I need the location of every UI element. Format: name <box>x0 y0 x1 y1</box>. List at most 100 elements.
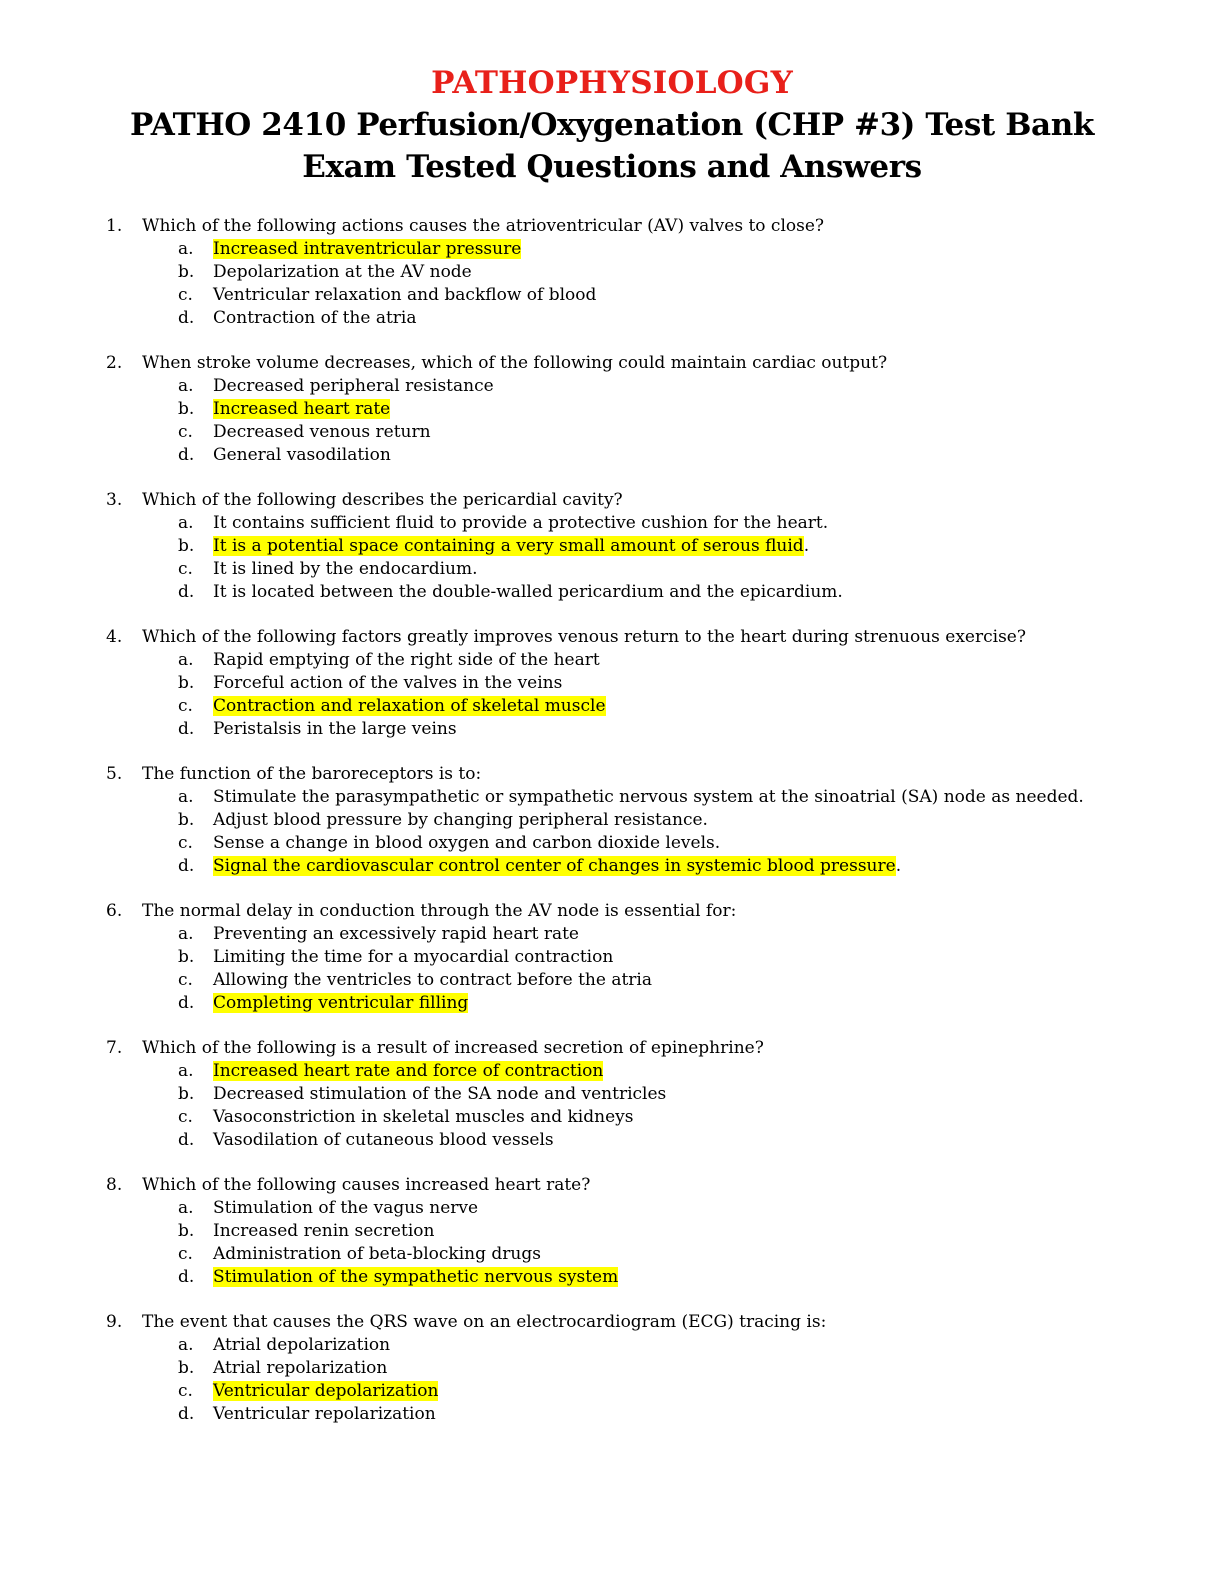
question-text: Which of the following causes increased … <box>142 1175 591 1195</box>
question-line: 3. Which of the following describes the p… <box>0 489 1224 512</box>
option-text-wrap: Sense a change in blood oxygen and carbo… <box>213 832 720 855</box>
option-text: Adjust blood pressure by changing periph… <box>213 810 708 830</box>
highlighted-answer-text: It is a potential space containing a ver… <box>213 536 804 556</box>
answer-option-correct: d.Stimulation of the sympathetic nervous… <box>0 1266 1224 1289</box>
option-text-wrap: Increased heart rate <box>213 398 391 421</box>
option-letter: d. <box>178 308 195 328</box>
option-letter: d. <box>178 1130 195 1150</box>
question-number: 3. <box>106 490 123 510</box>
question-item: 3. Which of the following describes the p… <box>0 489 1224 604</box>
option-text-wrap: Vasoconstriction in skeletal muscles and… <box>213 1106 633 1129</box>
answer-option-correct: b. Increased heart rate <box>0 398 1224 421</box>
option-text-wrap: Preventing an excessively rapid heart ra… <box>213 923 579 946</box>
option-letter: a. <box>178 239 194 259</box>
option-text: Forceful action of the valves in the vei… <box>213 673 563 693</box>
question-line: 9.The event that causes the QRS wave on … <box>0 1311 1224 1334</box>
option-text-wrap: Depolarization at the AV node <box>213 261 472 284</box>
option-text: Ventricular relaxation and backflow of b… <box>213 285 597 305</box>
option-text: Limiting the time for a myocardial contr… <box>213 947 614 967</box>
answer-option: d. Ventricular repolarization <box>0 1403 1224 1426</box>
title-line-1: PATHO 2410 Perfusion/Oxygenation (CHP #3… <box>130 107 1094 143</box>
option-text: Peristalsis in the large veins <box>213 719 457 739</box>
option-text: Depolarization at the AV node <box>213 262 472 282</box>
answer-option: a.Atrial depolarization <box>0 1334 1224 1357</box>
document-header: PATHOPHYSIOLOGY PATHO 2410 Perfusion/Oxy… <box>0 62 1224 188</box>
option-text: Vasoconstriction in skeletal muscles and… <box>213 1107 634 1127</box>
option-text-wrap: Increased intraventricular pressure <box>213 238 522 261</box>
question-number: 1. <box>106 216 123 236</box>
option-text-wrap: Limiting the time for a myocardial contr… <box>213 946 613 969</box>
option-letter: c. <box>178 833 193 853</box>
answer-option: a. It contains sufficient fluid to provid… <box>0 512 1224 535</box>
question-item: 1.Which of the following actions causes … <box>0 215 1224 330</box>
answer-option: b.Atrial repolarization <box>0 1357 1224 1380</box>
answer-option: d. Vasodilation of cutaneous blood vessel… <box>0 1129 1224 1152</box>
question-text: The function of the baroreceptors is to: <box>142 764 482 784</box>
option-text-wrap: It contains sufficient fluid to provide … <box>213 512 828 535</box>
question-text: Which of the following is a result of in… <box>142 1038 764 1058</box>
option-text-wrap: Signal the cardiovascular control center… <box>213 855 901 878</box>
question-line: 1.Which of the following actions causes … <box>0 215 1224 238</box>
option-text-wrap: Allowing the ventricles to contract befo… <box>213 969 652 992</box>
option-text-wrap: Vasodilation of cutaneous blood vessels <box>213 1129 554 1152</box>
option-text: Ventricular repolarization <box>213 1404 436 1424</box>
question-line: 6.The normal delay in conduction through… <box>0 900 1224 923</box>
answer-option-correct: c.Ventricular depolarization <box>0 1380 1224 1403</box>
highlighted-answer-text: Contraction and relaxation of skeletal m… <box>213 696 606 716</box>
option-text-wrap: Contraction and relaxation of skeletal m… <box>213 695 606 718</box>
question-item: 4.Which of the following factors greatly… <box>0 626 1224 741</box>
option-text-wrap: Peristalsis in the large veins <box>213 718 457 741</box>
option-letter: b. <box>178 947 195 967</box>
option-letter: a. <box>178 1198 194 1218</box>
answer-option: c. Ventricular relaxation and backflow of… <box>0 284 1224 307</box>
answer-option: b.Adjust blood pressure by changing peri… <box>0 809 1224 832</box>
option-letter: a. <box>178 650 194 670</box>
question-line: 5.The function of the baroreceptors is t… <box>0 763 1224 786</box>
question-item: 6.The normal delay in conduction through… <box>0 900 1224 1015</box>
option-text-wrap: Adjust blood pressure by changing periph… <box>213 809 708 832</box>
answer-option: b.Depolarization at the AV node <box>0 261 1224 284</box>
question-text: The normal delay in conduction through t… <box>142 901 737 921</box>
title-line-2: Exam Tested Questions and Answers <box>302 149 922 185</box>
answer-option: c. Decreased venous return <box>0 421 1224 444</box>
option-text: Increased renin secretion <box>213 1221 435 1241</box>
option-trailing-punctuation: . <box>803 536 810 556</box>
option-letter: b. <box>178 399 195 419</box>
option-letter: c. <box>178 285 193 305</box>
answer-option: b.Decreased stimulation of the SA node a… <box>0 1083 1224 1106</box>
option-text-wrap: Decreased stimulation of the SA node and… <box>213 1083 666 1106</box>
answer-option: b.Increased renin secretion <box>0 1220 1224 1243</box>
option-letter: d. <box>178 1404 195 1424</box>
question-text: When stroke volume decreases, which of t… <box>142 353 888 373</box>
question-text: Which of the following factors greatly i… <box>142 627 1026 647</box>
answer-option: a.Stimulation of the vagus nerve <box>0 1197 1224 1220</box>
option-text: Decreased venous return <box>213 422 431 442</box>
option-letter: a. <box>178 513 194 533</box>
answer-option: b.Forceful action of the valves in the v… <box>0 672 1224 695</box>
option-text-wrap: General vasodilation <box>213 444 391 467</box>
option-text-wrap: Contraction of the atria <box>213 307 417 330</box>
option-text-wrap: Ventricular relaxation and backflow of b… <box>213 284 596 307</box>
answer-option: c.Vasoconstriction in skeletal muscles a… <box>0 1106 1224 1129</box>
option-letter: b. <box>178 536 195 556</box>
question-text: Which of the following describes the per… <box>142 490 623 510</box>
option-letter: a. <box>178 1061 194 1081</box>
option-text-wrap: It is a potential space containing a ver… <box>213 535 809 558</box>
option-text: Decreased peripheral resistance <box>213 376 494 396</box>
highlighted-answer-text: Signal the cardiovascular control center… <box>213 856 896 876</box>
option-text: Administration of beta-blocking drugs <box>213 1244 541 1264</box>
option-text: Rapid emptying of the right side of the … <box>213 650 600 670</box>
option-letter: c. <box>178 422 193 442</box>
option-letter: d. <box>178 993 195 1013</box>
option-text-wrap: Stimulation of the sympathetic nervous s… <box>213 1266 619 1289</box>
question-number: 8. <box>106 1175 123 1195</box>
option-text: Atrial depolarization <box>213 1335 391 1355</box>
option-trailing-punctuation: . <box>895 856 902 876</box>
option-text-wrap: Stimulate the parasympathetic or sympath… <box>213 786 1084 809</box>
option-letter: a. <box>178 787 194 807</box>
option-text-wrap: Atrial depolarization <box>213 1334 390 1357</box>
subject-heading: PATHOPHYSIOLOGY <box>431 65 793 101</box>
option-letter: c. <box>178 970 193 990</box>
option-letter: d. <box>178 719 195 739</box>
